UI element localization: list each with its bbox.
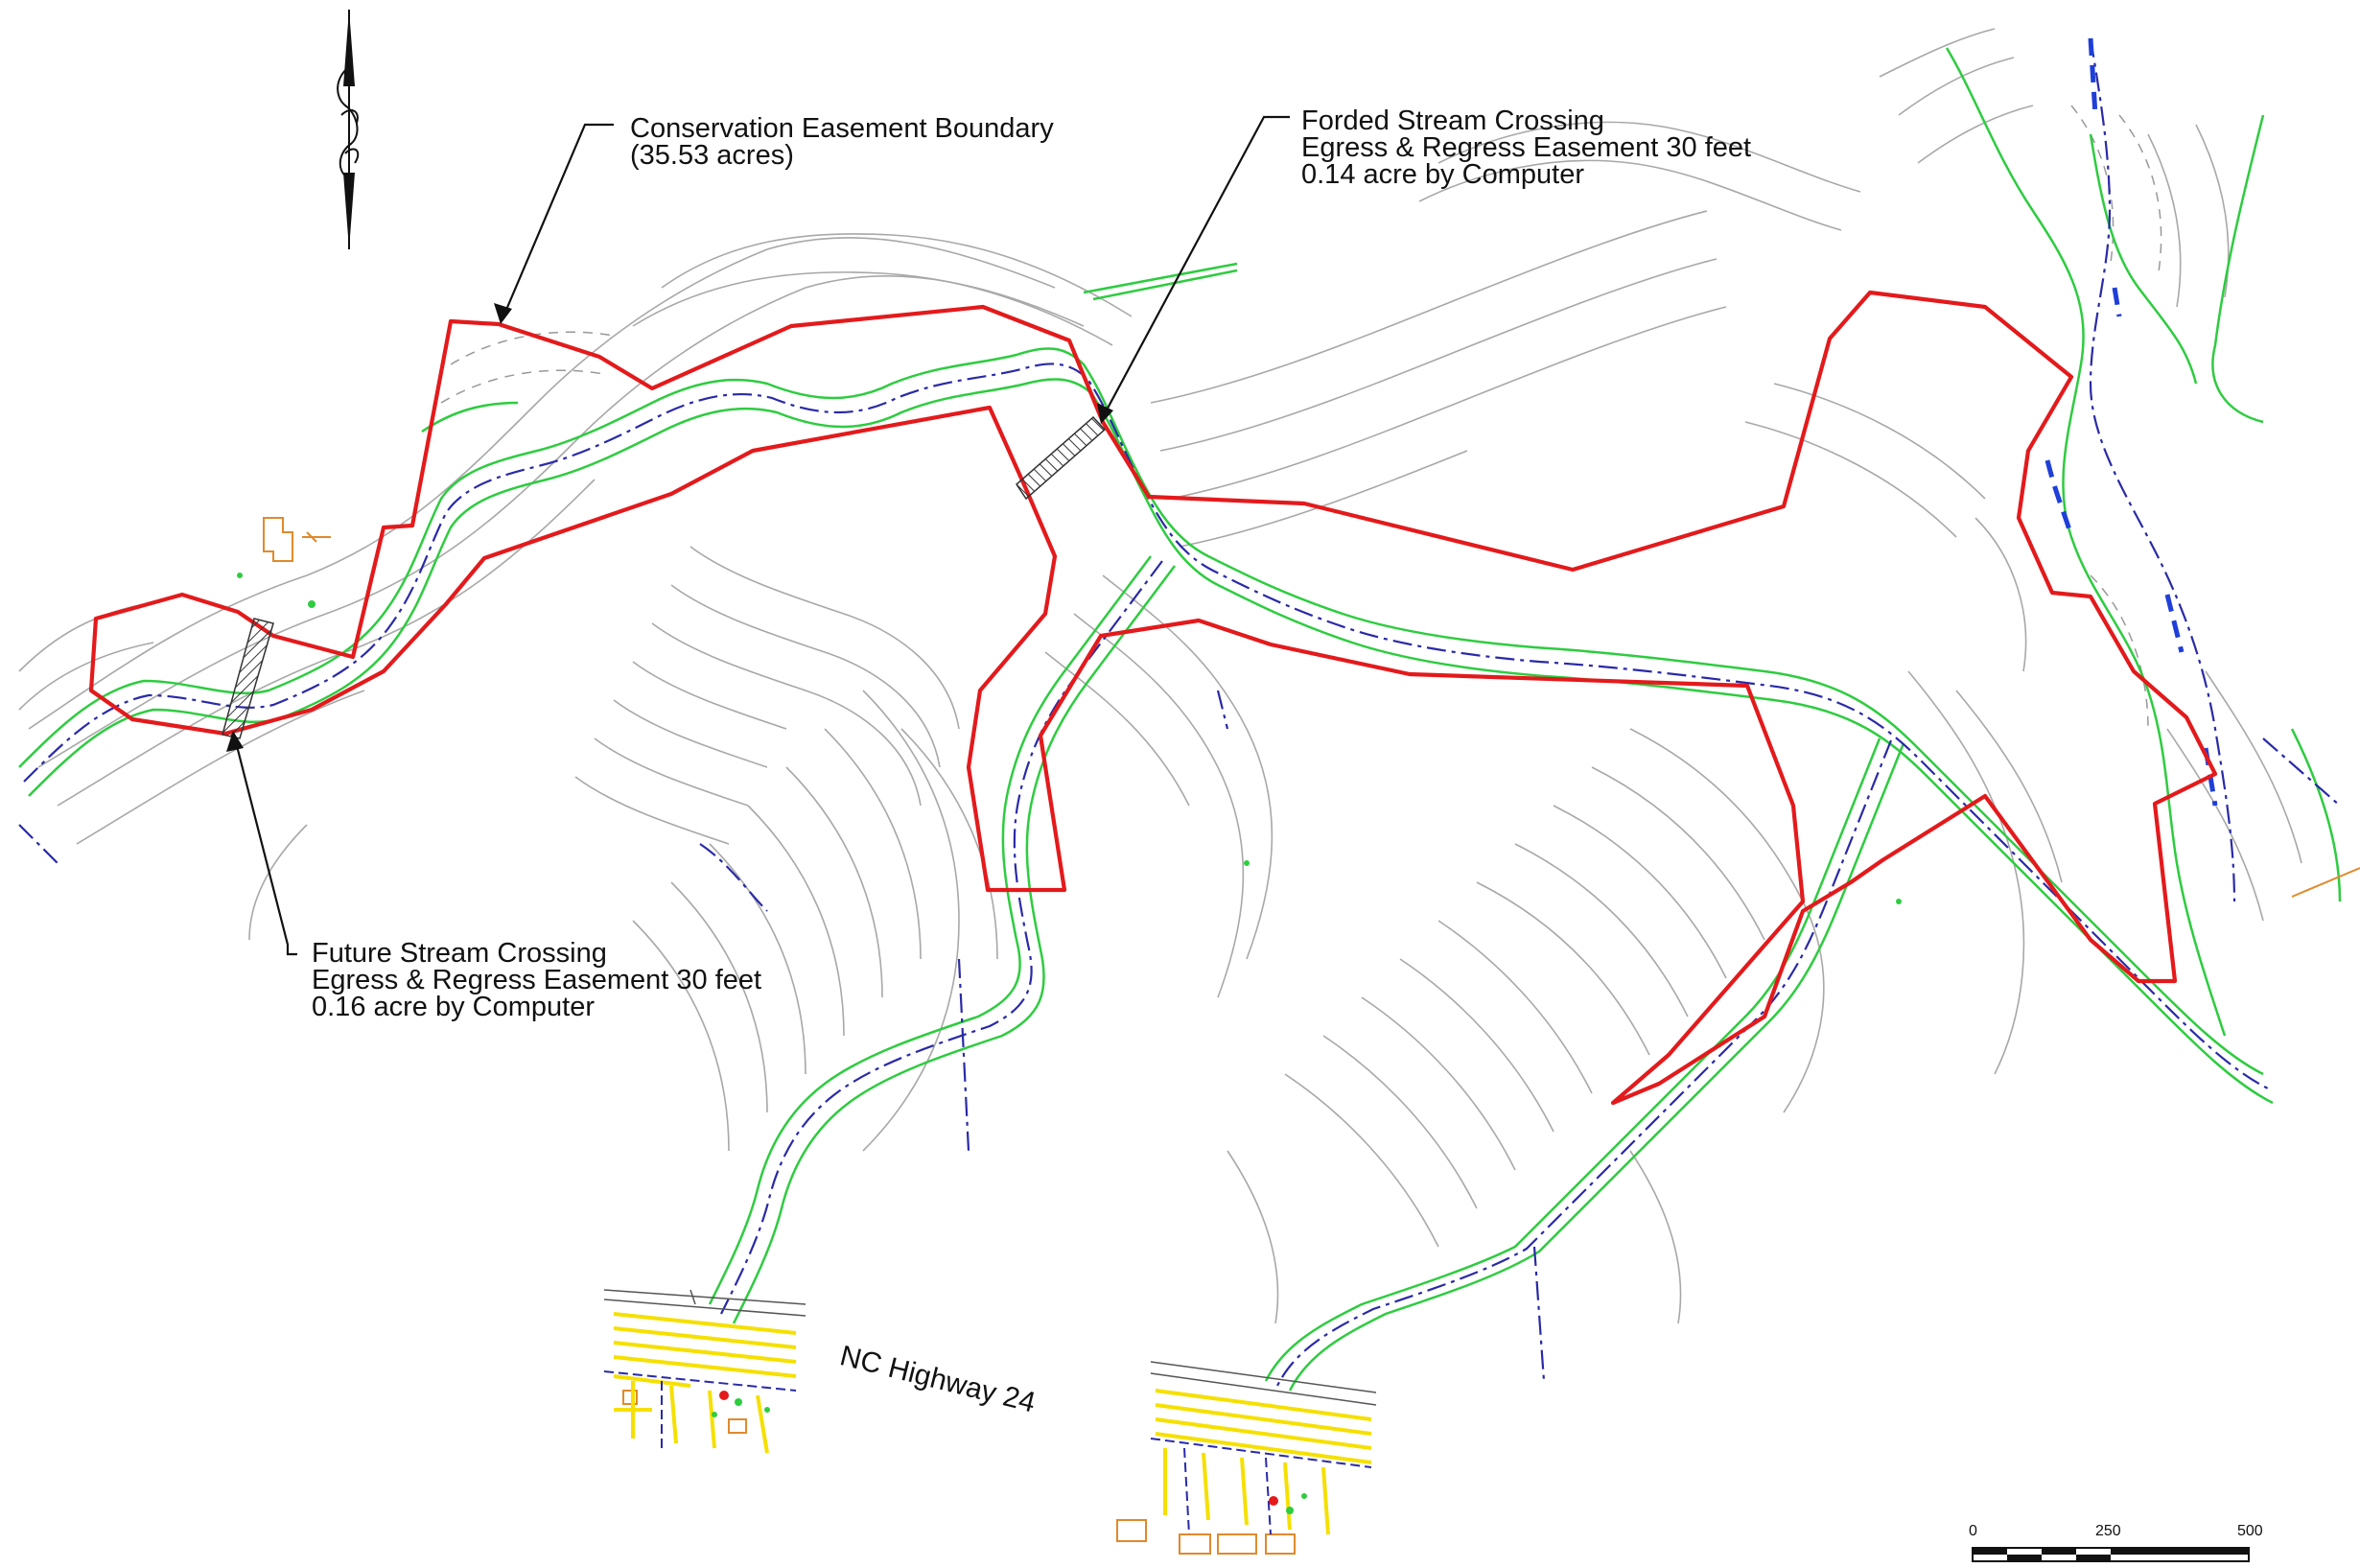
forded-crossing-label: Forded Stream Crossing Egress & Regress …: [1301, 105, 1752, 190]
future-crossing-hatch: [222, 618, 274, 739]
riparian-buffer-lines: [18, 47, 2342, 1392]
future-crossing-label: Future Stream Crossing Egress & Regress …: [312, 938, 762, 1022]
forded-label-line2: Egress & Regress Easement 30 feet: [1301, 132, 1752, 163]
future-label-line1: Future Stream Crossing: [312, 938, 607, 969]
conservation-label-line2: (35.53 acres): [630, 140, 794, 171]
contour-lines: [18, 28, 2302, 1324]
scale-tick-0: 0: [1969, 1523, 1977, 1539]
forded-label-line1: Forded Stream Crossing: [1301, 105, 1604, 136]
conservation-easement-label: Conservation Easement Boundary (35.53 ac…: [630, 113, 1054, 171]
stream-crossings: [222, 415, 1107, 739]
conservation-easement-boundary: [88, 290, 2218, 1106]
vegetation-markers: [237, 573, 1902, 904]
future-label-line2: Egress & Regress Easement 30 feet: [312, 965, 762, 995]
leader-lines: [233, 115, 1290, 956]
scale-tick-500: 500: [2237, 1523, 2263, 1539]
highway-features-west: [603, 1289, 806, 1454]
highway-features-east: [1150, 1361, 1377, 1535]
scale-tick-250: 250: [2095, 1523, 2121, 1539]
north-arrow-icon: [337, 10, 360, 249]
scale-bar: [1972, 1547, 2250, 1562]
forded-crossing-hatch: [1016, 415, 1107, 501]
leader-arrowheads: [226, 303, 1113, 752]
conservation-label-line1: Conservation Easement Boundary: [630, 113, 1054, 144]
structures: [263, 517, 2360, 1555]
forded-label-line3: 0.14 acre by Computer: [1301, 159, 1584, 190]
stream-channels: [18, 37, 2341, 1387]
stream-bold-segments: [2045, 37, 2218, 807]
future-label-line3: 0.16 acre by Computer: [312, 992, 595, 1022]
